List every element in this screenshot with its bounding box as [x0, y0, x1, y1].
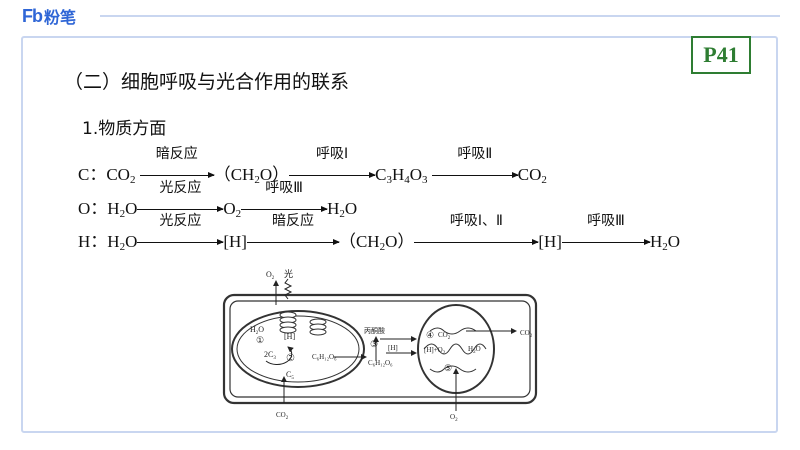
light-label: 光 — [284, 268, 293, 279]
reaction-arrow: 呼吸Ⅲ — [241, 181, 329, 219]
glucose-cytoplasm-label: C₆H₁₂O₆ — [368, 359, 393, 367]
pyruvate-label: 丙酮酸 — [364, 326, 385, 335]
formula: H — [649, 232, 663, 251]
chloroplast-inner-membrane — [236, 315, 360, 383]
formula: CO — [517, 165, 542, 184]
chloroplast — [231, 310, 365, 388]
step-1: ① — [256, 335, 264, 345]
arrow-label: 暗反应 — [155, 146, 198, 162]
arrow-label: 呼吸Ⅱ — [457, 146, 493, 162]
subscript: 2 — [339, 208, 345, 220]
h-cytoplasm-label: [H] — [388, 344, 398, 352]
page-badge: P41 — [691, 36, 751, 74]
subsection-heading: 1.物质方面 — [82, 119, 167, 139]
subscript: 2 — [119, 241, 126, 253]
step-4: ④ — [426, 330, 434, 340]
reaction-arrow: 呼吸Ⅰ — [289, 147, 377, 185]
formula: H — [391, 165, 405, 184]
arrow-label: 暗反应 — [271, 213, 314, 229]
calvin-cycle-arrow — [265, 346, 294, 366]
reaction-arrow: 光反应 — [137, 181, 225, 219]
h2o-label: H2O — [250, 325, 264, 336]
content-frame — [21, 36, 778, 433]
subscript: 2 — [235, 208, 242, 220]
subscript: 2 — [129, 174, 136, 186]
formula: CO — [106, 165, 130, 184]
subscript: 4 — [404, 174, 410, 186]
subscript: 2 — [119, 208, 126, 220]
formula: （CH — [338, 232, 380, 251]
co2-out-label: CO2 — [520, 329, 533, 339]
thylakoid-stack — [279, 311, 327, 336]
light-zigzag — [283, 278, 293, 300]
reaction-arrow: 暗反应 — [139, 147, 215, 185]
subscript: 2 — [379, 241, 386, 253]
formula: O） — [385, 232, 415, 251]
formula: O） — [259, 165, 290, 184]
logo-name: 粉笔 — [44, 8, 77, 27]
reaction-arrow: 光反应 — [137, 214, 225, 252]
formula: O — [125, 199, 138, 218]
logo-mark: Fb — [22, 5, 43, 26]
reaction-arrow: 暗反应 — [246, 214, 340, 252]
formula: C — [375, 165, 387, 184]
c3-label: 2C3 — [264, 350, 276, 361]
formula: （CH — [213, 165, 255, 184]
h-label: [H] — [284, 332, 295, 341]
formula: H — [107, 199, 120, 218]
reaction-arrow: 呼吸Ⅰ、Ⅱ — [414, 214, 540, 252]
co2-bottom-label: CO2 — [276, 411, 289, 421]
step-3: ③ — [370, 339, 378, 349]
cell-membrane — [229, 300, 531, 398]
step-2: ② — [286, 353, 295, 364]
co2-mito-label: CO2 — [438, 331, 451, 341]
arrow-label: 呼吸Ⅰ — [316, 146, 349, 162]
section-heading: （二）细胞呼吸与光合作用的联系 — [64, 71, 350, 93]
formula: H — [327, 199, 340, 218]
reaction-arrow: 呼吸Ⅲ — [561, 214, 651, 252]
o2-top-label: O2 — [266, 270, 275, 281]
arrow-label: 光反应 — [159, 180, 202, 196]
subscript: 2 — [662, 241, 668, 253]
eq-prefix: C： — [78, 165, 107, 184]
subscript: 2 — [254, 174, 260, 186]
cell-diagram: O2 光 H2O [H] ① 2C3 ② C₆H₁₂O₆ C5 丙酮酸 ③ [H… — [222, 268, 538, 423]
formula: O — [125, 232, 138, 251]
subscript: 2 — [541, 174, 547, 186]
reaction-arrow: 呼吸Ⅱ — [431, 147, 519, 185]
mitochondrion-cristae — [423, 343, 487, 355]
arrow-label: 呼吸Ⅲ — [587, 213, 625, 229]
formula: [H] — [223, 232, 247, 251]
eq-prefix: H： — [78, 232, 108, 251]
c5-label: C5 — [286, 370, 294, 381]
eq-prefix: O： — [78, 199, 108, 218]
o2-bottom-label: O2 — [450, 413, 458, 423]
formula: O — [223, 199, 236, 218]
glucose-chloroplast-label: C₆H₁₂O₆ — [312, 353, 337, 361]
subscript: 3 — [386, 174, 392, 186]
formula: O — [409, 165, 423, 184]
step-5: ⑤ — [444, 363, 452, 373]
subscript: 3 — [422, 174, 428, 186]
h-o2-label: [H]+O2 — [424, 346, 446, 356]
formula: O — [344, 199, 358, 218]
h2o-mito-label: H2O — [468, 345, 481, 355]
formula: O — [667, 232, 681, 251]
arrow-label: 光反应 — [159, 213, 202, 229]
header-rule — [100, 15, 780, 17]
brand-logo: Fb 粉笔 — [22, 5, 77, 28]
formula: [H] — [538, 232, 562, 251]
arrow-label: 呼吸Ⅲ — [265, 180, 303, 196]
formula: H — [107, 232, 120, 251]
arrow-label: 呼吸Ⅰ、Ⅱ — [449, 213, 503, 229]
